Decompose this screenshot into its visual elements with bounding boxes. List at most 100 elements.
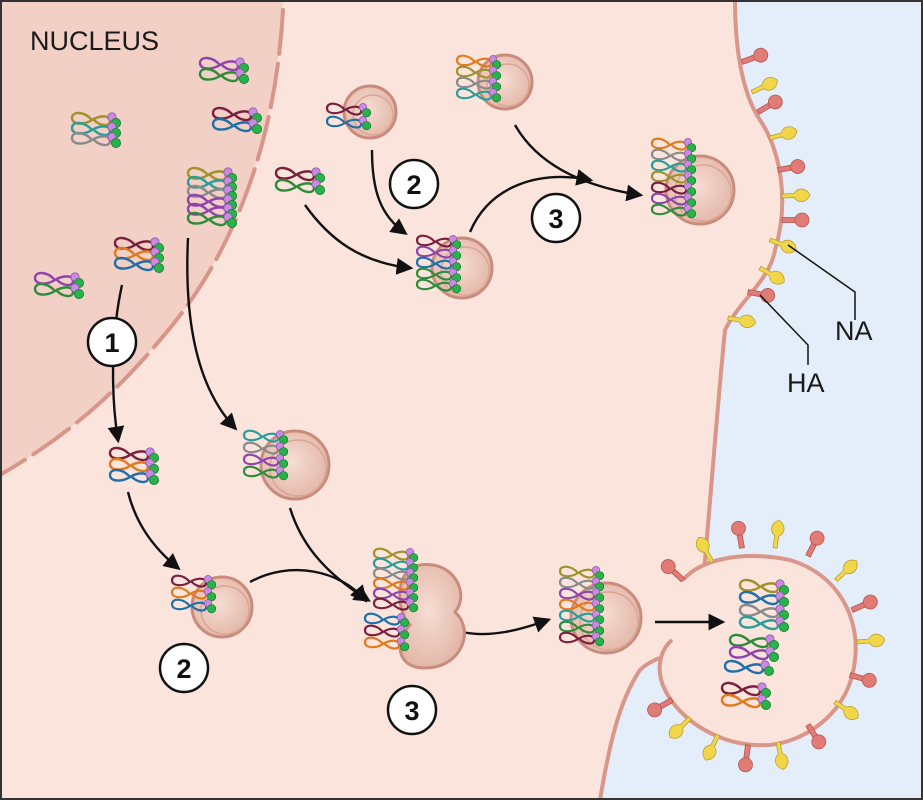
rnp-complex-icon [415, 278, 462, 294]
ha-spike-icon [777, 159, 806, 174]
rnp-complex-icon [415, 256, 462, 272]
na-label: NA [835, 316, 873, 346]
na-spike-icon [768, 237, 797, 254]
ha-spike-icon [756, 94, 783, 115]
rnp-complex-icon [170, 598, 217, 614]
na-spike-icon [668, 715, 692, 739]
rnp-complex-icon [720, 681, 771, 698]
ha-spike-icon [848, 672, 877, 688]
rnp-complex-icon [274, 178, 325, 195]
rnp-complex-icon [738, 590, 789, 607]
rnp-complex-icon [186, 211, 237, 228]
na-leader-line [787, 244, 856, 320]
rnp-complex-icon [242, 465, 289, 481]
rnp-complex-icon [33, 282, 84, 299]
rnp-complexes [33, 54, 789, 710]
rnp-complex-icon [211, 117, 262, 134]
na-spike-icon [768, 126, 798, 141]
step-3-bottom-marker: 3 [386, 684, 438, 736]
rnp-complex-icon [108, 468, 159, 485]
ha-spike-icon [740, 47, 769, 65]
pathway-arrow [468, 169, 594, 233]
step-2-top-number: 2 [406, 170, 421, 200]
pathway-arrow [288, 507, 371, 602]
pathway-arrows [107, 124, 726, 636]
ha-spike-icon [731, 520, 746, 549]
pathway-arrow [126, 491, 181, 571]
ha-spike-icon [738, 744, 753, 773]
rnp-complex-icon [325, 115, 372, 131]
step-3-top-marker: 3 [530, 192, 582, 244]
rnp-complex-icon [325, 102, 372, 118]
membrane-proteins [647, 47, 886, 773]
na-spike-icon [781, 188, 811, 202]
rnp-complex-icon [113, 246, 164, 263]
step-1-number: 1 [104, 328, 119, 358]
na-spike-icon [775, 741, 789, 770]
plasma-membrane [598, 0, 785, 801]
step-1-marker: 1 [86, 316, 138, 368]
rnp-complex-icon [363, 636, 410, 652]
rnp-complex-icon [415, 234, 462, 250]
rnp-complex-icon [650, 203, 697, 219]
pathway-arrow [370, 149, 408, 235]
pathway-arrow [304, 204, 414, 275]
ha-spike-icon [850, 594, 878, 613]
rnp-complex-icon [70, 131, 121, 148]
rnp-complex-icon [242, 453, 289, 469]
rnp-complex-icon [738, 603, 789, 620]
step-2-bottom-marker: 2 [158, 642, 210, 694]
na-spike-icon [758, 265, 785, 285]
nuclear-envelope [0, 8, 285, 477]
ha-spike-icon [660, 559, 686, 583]
ha-leader-line [759, 294, 809, 365]
na-spike-icon [771, 519, 785, 549]
step-2-bottom-number: 2 [176, 654, 191, 684]
rnp-complex-icon [728, 645, 779, 662]
vesicle [476, 53, 534, 111]
na-spike-icon [695, 537, 715, 564]
ha-label: HA [787, 368, 825, 398]
rnp-complex-icon [455, 65, 502, 81]
rnp-complex-icon [455, 87, 502, 103]
pathway-arrow [461, 616, 552, 636]
ha-spike-icon [805, 530, 825, 558]
ha-spike-icon [647, 697, 674, 718]
na-spike-icon [702, 733, 721, 761]
rnp-complex-icon [170, 574, 217, 590]
rnp-complex-icon [363, 612, 410, 628]
rnp-complex-icon [738, 615, 789, 632]
rnp-complex-icon [242, 429, 289, 445]
rnp-complex-icon [108, 457, 159, 474]
na-spike-icon [833, 699, 859, 721]
rnp-complex-icon [720, 693, 771, 710]
rnp-complex-icon [558, 565, 605, 581]
na-spike-icon [834, 559, 858, 583]
step-2-top-marker: 2 [388, 158, 440, 210]
pathway-arrow [186, 237, 238, 431]
rnp-complex-icon [113, 256, 164, 273]
rnp-complex-icon [723, 659, 774, 676]
rnp-complex-icon [363, 624, 410, 640]
ha-spike-icon [805, 723, 827, 750]
rnp-complex-icon [372, 557, 419, 573]
na-spike-icon [856, 633, 886, 648]
rnp-complex-icon [558, 631, 605, 647]
nucleus-label: NUCLEUS [30, 26, 159, 56]
rnp-complex-icon [558, 620, 605, 636]
nucleus-region [0, 0, 283, 475]
na-spike-icon [727, 314, 757, 329]
rnp-complex-icon [372, 597, 419, 613]
rnp-complex-icon [170, 586, 217, 602]
rnp-complex-icon [198, 67, 249, 84]
na-spike-icon [750, 77, 778, 95]
step-3-bottom-number: 3 [404, 696, 419, 726]
pathway-arrow [513, 124, 644, 202]
rnp-complex-icon [558, 598, 605, 614]
step-3-top-number: 3 [548, 204, 563, 234]
rnp-complex-icon [70, 121, 121, 138]
ha-spike-icon [781, 212, 810, 228]
